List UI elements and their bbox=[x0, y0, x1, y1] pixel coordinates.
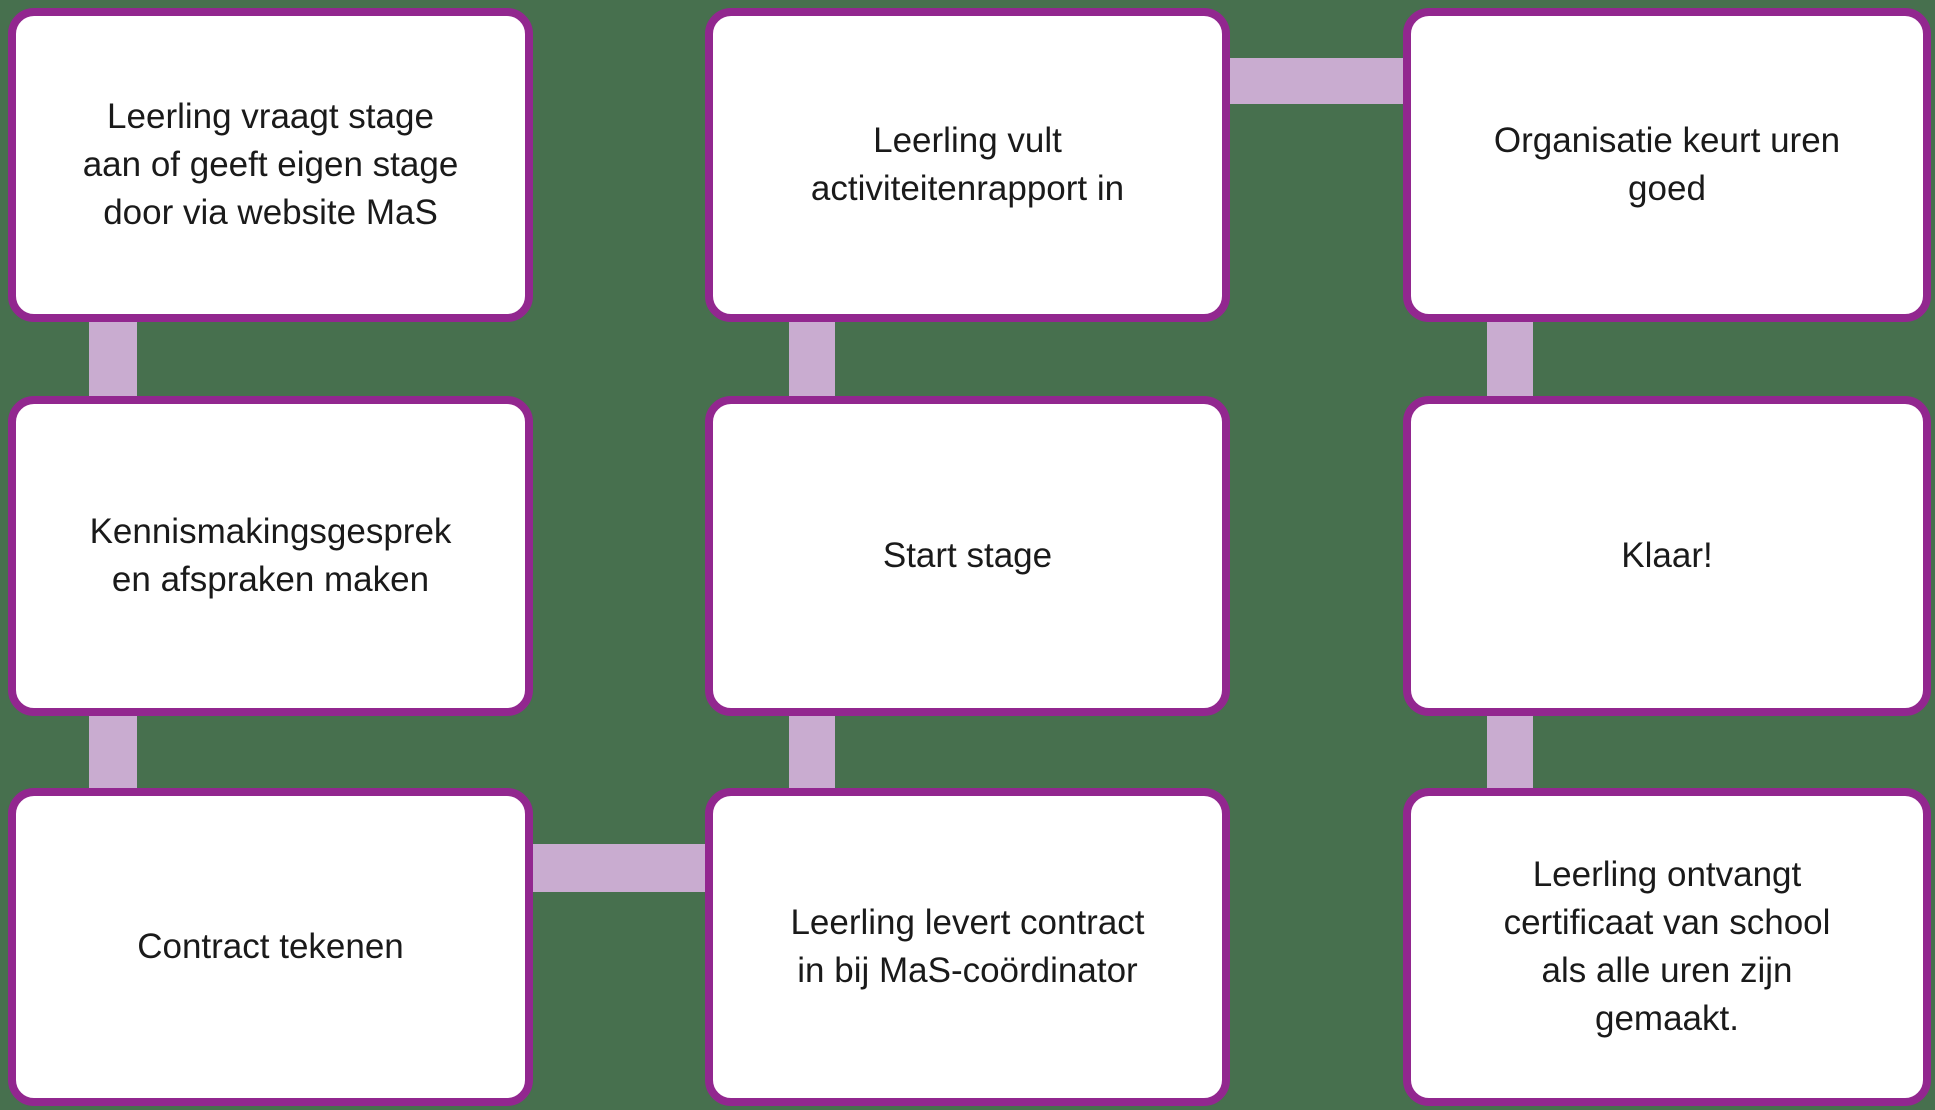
flow-step-activiteitenrapport: Leerling vult activiteitenrapport in bbox=[705, 8, 1230, 322]
flow-step-label: Leerling ontvangt certificaat van school… bbox=[1503, 855, 1831, 1038]
flow-step-label: Kennismakingsgesprek en afspraken maken bbox=[89, 512, 452, 599]
flow-step-uren-goedkeuren: Organisatie keurt uren goed bbox=[1403, 8, 1931, 322]
flow-step-stage-aanvraag: Leerling vraagt stage aan of geeft eigen… bbox=[8, 8, 533, 322]
flow-step-start-stage: Start stage bbox=[705, 396, 1230, 716]
flow-step-label: Leerling vraagt stage aan of geeft eigen… bbox=[82, 97, 459, 232]
flow-step-label: Leerling levert contract in bij MaS-coör… bbox=[790, 903, 1145, 990]
flow-step-kennismakingsgesprek: Kennismakingsgesprek en afspraken maken bbox=[8, 396, 533, 716]
flow-step-contract-inleveren: Leerling levert contract in bij MaS-coör… bbox=[705, 788, 1230, 1106]
connector-step4-step7 bbox=[1216, 58, 1416, 104]
connector-step2-step3 bbox=[89, 700, 137, 804]
connector-step6-step5 bbox=[789, 700, 835, 804]
flow-step-label: Klaar! bbox=[1621, 536, 1713, 575]
connector-step5-step4 bbox=[789, 308, 835, 408]
flow-step-label: Start stage bbox=[882, 536, 1053, 575]
flow-step-label: Contract tekenen bbox=[137, 927, 404, 966]
flow-step-certificaat: Leerling ontvangt certificaat van school… bbox=[1403, 788, 1931, 1106]
flow-step-label: Organisatie keurt uren goed bbox=[1493, 121, 1841, 208]
flow-step-label: Leerling vult activiteitenrapport in bbox=[810, 121, 1125, 208]
connector-step3-step6 bbox=[520, 844, 718, 892]
flow-step-klaar: Klaar! bbox=[1403, 396, 1931, 716]
connector-step7-step8 bbox=[1487, 308, 1533, 408]
connector-step8-step9 bbox=[1487, 700, 1533, 804]
flow-step-contract-tekenen: Contract tekenen bbox=[8, 788, 533, 1106]
